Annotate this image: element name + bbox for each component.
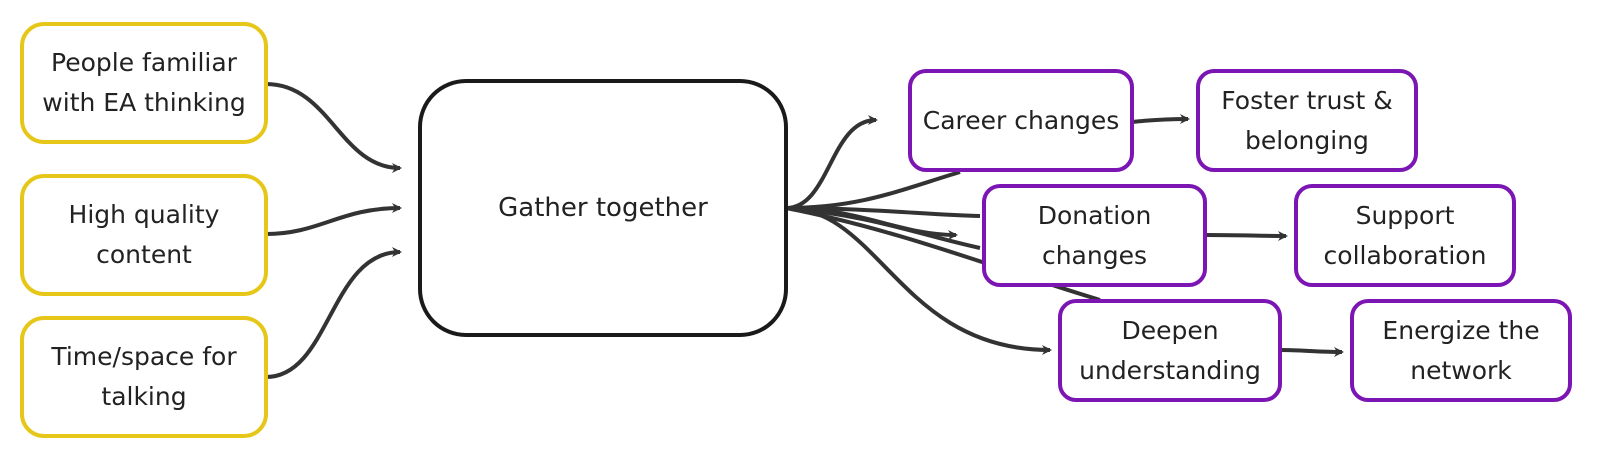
edge-o1-i1	[1131, 114, 1190, 125]
node-label: Energize the network	[1382, 315, 1540, 385]
node-label: Career changes	[922, 105, 1120, 135]
node-deepen-understanding: Deepen understanding	[1058, 299, 1282, 402]
node-people-familiar: People familiar with EA thinking	[20, 22, 268, 144]
edge-in2-center	[265, 203, 402, 236]
node-label: People familiar with EA thinking	[42, 48, 246, 117]
edge-center-o3	[785, 206, 1052, 355]
node-gather-together: Gather together	[418, 79, 788, 337]
node-label: Donation changes	[1037, 200, 1152, 270]
edge-center-o3-b	[785, 206, 1101, 302]
edge-center-o2-b	[785, 206, 981, 218]
node-label: High quality content	[68, 200, 220, 269]
edge-o2-i2	[1204, 230, 1288, 241]
node-label: Deepen understanding	[1079, 315, 1261, 385]
edge-center-o1	[785, 115, 878, 210]
edge-in1-center	[265, 82, 402, 173]
edge-o3-i3	[1279, 346, 1344, 357]
node-label: Gather together	[498, 193, 708, 223]
node-donation-changes: Donation changes	[982, 184, 1207, 287]
node-high-quality-content: High quality content	[20, 174, 268, 296]
node-label: Foster trust & belonging	[1221, 85, 1393, 155]
node-energize-network: Energize the network	[1350, 299, 1572, 402]
node-label: Time/space for talking	[51, 342, 237, 411]
edge-center-o1-back	[785, 170, 961, 210]
node-support-collaboration: Support collaboration	[1294, 184, 1516, 287]
node-foster-trust: Foster trust & belonging	[1196, 69, 1418, 172]
node-label: Support collaboration	[1323, 200, 1487, 270]
node-time-space: Time/space for talking	[20, 316, 268, 438]
node-career-changes: Career changes	[908, 69, 1134, 172]
edge-in3-center	[265, 247, 402, 379]
